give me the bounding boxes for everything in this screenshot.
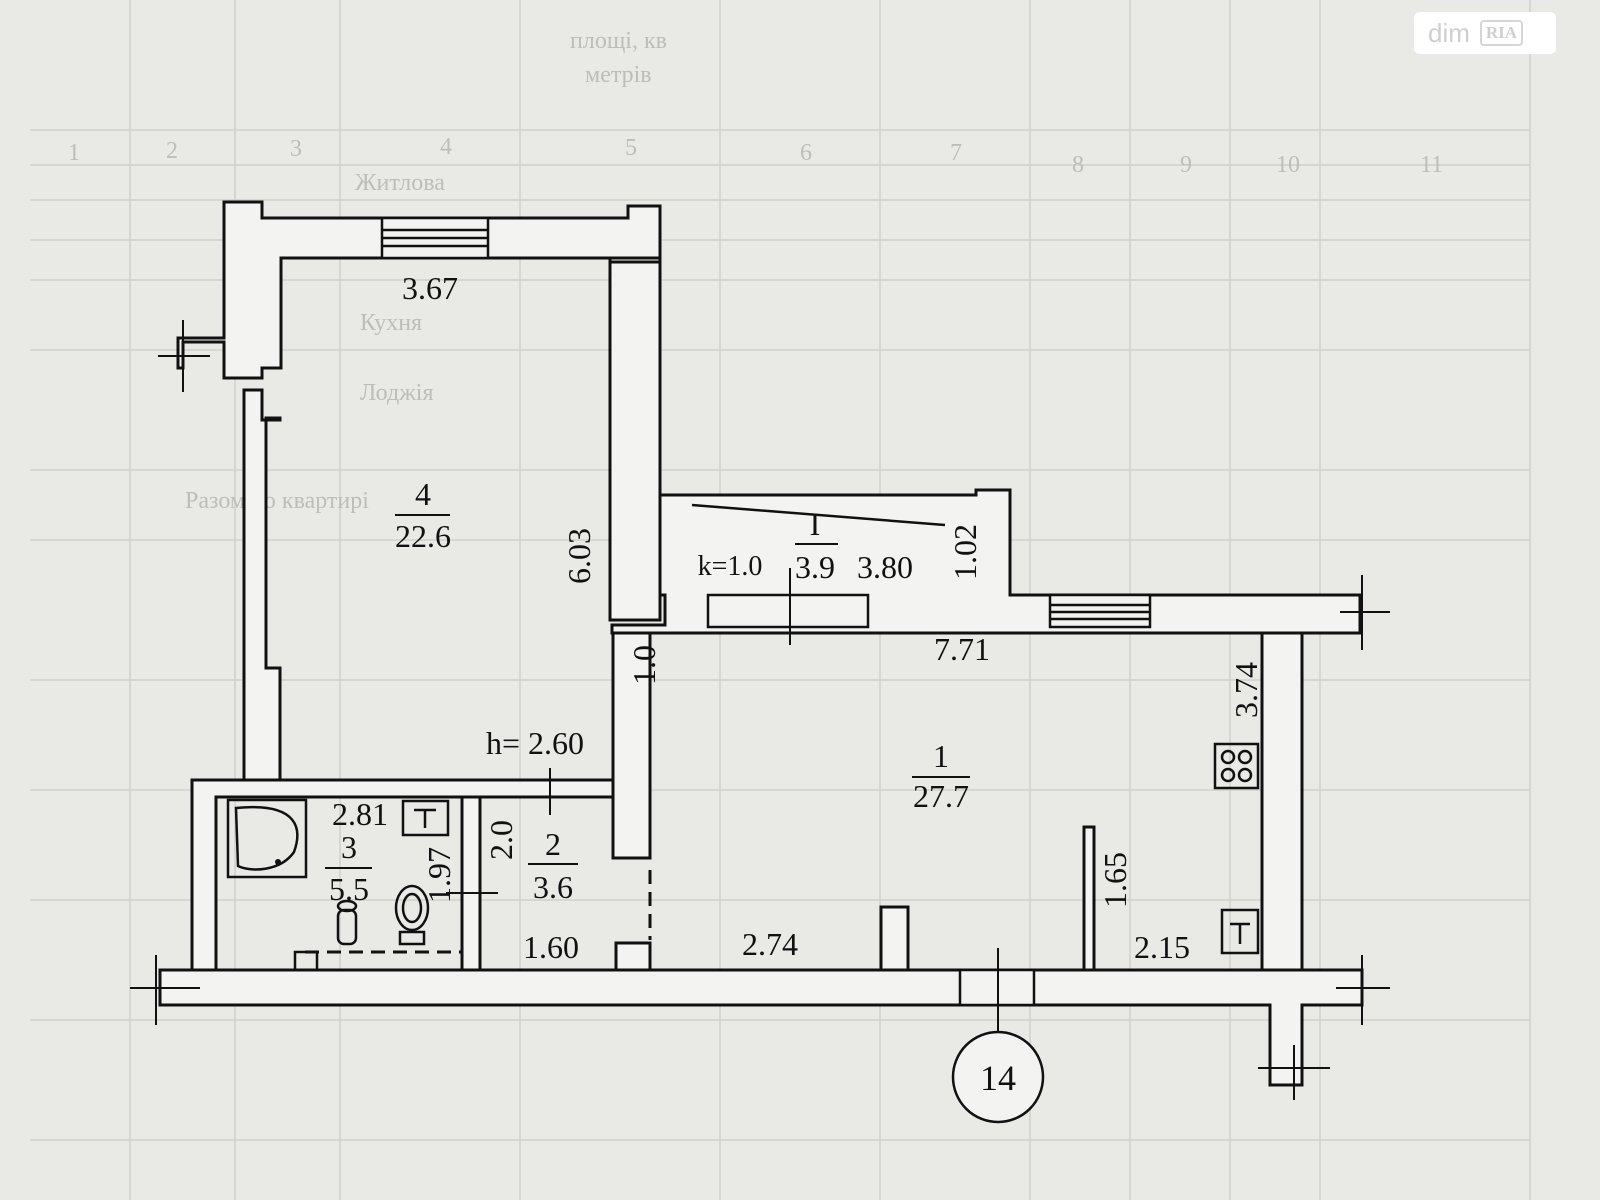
room-4-number: 4 — [415, 476, 431, 512]
wall-corridor-stub — [614, 941, 652, 972]
dim-hall-depth: 2.0 — [483, 820, 519, 860]
dim-bottom-right: 2.15 — [1134, 929, 1190, 965]
wall-left-room4 — [242, 388, 282, 782]
room-2-label: 2 3.6 — [528, 826, 578, 905]
room-4-label: 4 22.6 — [395, 476, 451, 554]
bathroom-heater-icon — [401, 799, 450, 837]
wall-bath-partition — [460, 795, 482, 972]
wall-top-left — [176, 200, 662, 380]
dim-bath-width: 2.81 — [332, 796, 388, 832]
dim-balcony-length: 3.80 — [857, 549, 913, 585]
bg-col-5: 5 — [625, 135, 637, 161]
break-marks — [130, 320, 1390, 1100]
room-2-number: 2 — [545, 826, 561, 862]
bg-col-6: 6 — [800, 140, 812, 166]
bg-entry-header-1: площі, кв — [570, 28, 667, 54]
balcony-area: 3.9 — [795, 549, 835, 585]
room-1-area: 27.7 — [913, 778, 969, 814]
dim-top-width: 3.67 — [402, 270, 458, 306]
dim-ceiling-height: h= 2.60 — [486, 725, 584, 761]
room-4-area: 22.6 — [395, 518, 451, 554]
bathtub-icon — [226, 798, 308, 879]
bg-col-2: 2 — [166, 138, 178, 164]
bg-col-8: 8 — [1072, 152, 1084, 178]
bg-col-1: 1 — [68, 140, 80, 166]
bg-entry-loggia: Лоджія — [360, 380, 434, 406]
watermark-text: dim — [1428, 17, 1470, 48]
kitchen-heater-icon — [1220, 908, 1260, 955]
bathroom-dashed-line — [293, 870, 652, 972]
dimension-labels: 3.67 6.03 3.80 1.02 k=1.0 7.71 3.74 1.0 … — [332, 270, 1264, 965]
sink-icon — [336, 899, 358, 946]
watermark-badge: RIA — [1479, 20, 1524, 46]
wall-right — [1260, 631, 1304, 972]
dim-hall-width: 1.60 — [523, 929, 579, 965]
bg-col-10: 10 — [1276, 152, 1300, 178]
dim-bath-depth: 1.97 — [421, 847, 457, 903]
background-table-text: 1 2 3 4 5 6 7 8 9 10 11 Житлова Кухня Ло… — [68, 28, 1443, 514]
bg-col-9: 9 — [1180, 152, 1192, 178]
bg-entry-total: Разом по квартирі — [185, 488, 369, 514]
room-2-area: 3.6 — [533, 869, 573, 905]
dim-room4-length: 6.03 — [561, 528, 597, 584]
stove-icon — [1213, 742, 1260, 790]
room-1-label: 1 27.7 — [912, 738, 970, 814]
bg-col-11: 11 — [1420, 152, 1443, 178]
apartment-number-badge: 14 — [951, 1030, 1045, 1124]
apartment-number: 14 — [980, 1058, 1016, 1098]
room-3-area: 5.5 — [329, 871, 369, 907]
dim-kitchen-width: 7.71 — [934, 631, 990, 667]
bg-col-4: 4 — [440, 134, 452, 160]
dim-divider-length: 1.65 — [1097, 852, 1133, 908]
bg-col-7: 7 — [950, 140, 962, 166]
wall-corridor-partition — [611, 631, 652, 860]
toilet-icon — [394, 884, 430, 946]
dimria-watermark: dim RIA — [1414, 12, 1556, 54]
windows — [380, 216, 1152, 1007]
bg-entry-living: Житлова — [355, 170, 445, 196]
wall-kitchen-divider — [1082, 825, 1096, 972]
dim-kitchen-depth: 3.74 — [1228, 662, 1264, 718]
balcony-number: I — [810, 506, 821, 542]
bg-entry-kitchen: Кухня — [360, 310, 422, 336]
room-3-label: 3 5.5 — [325, 829, 372, 907]
room-3-number: 3 — [341, 829, 357, 865]
dim-bottom-mid: 2.74 — [742, 926, 798, 962]
dim-balcony-depth: 1.02 — [947, 524, 983, 580]
bg-col-3: 3 — [290, 136, 302, 162]
bg-entry-header-2: метрів — [585, 62, 652, 88]
balcony-label: I 3.9 — [795, 506, 838, 585]
dim-k-coefficient: k=1.0 — [698, 551, 763, 582]
room-1-number: 1 — [933, 738, 949, 774]
dim-corridor-wall: 1.0 — [626, 645, 662, 685]
wall-pier — [879, 905, 910, 972]
